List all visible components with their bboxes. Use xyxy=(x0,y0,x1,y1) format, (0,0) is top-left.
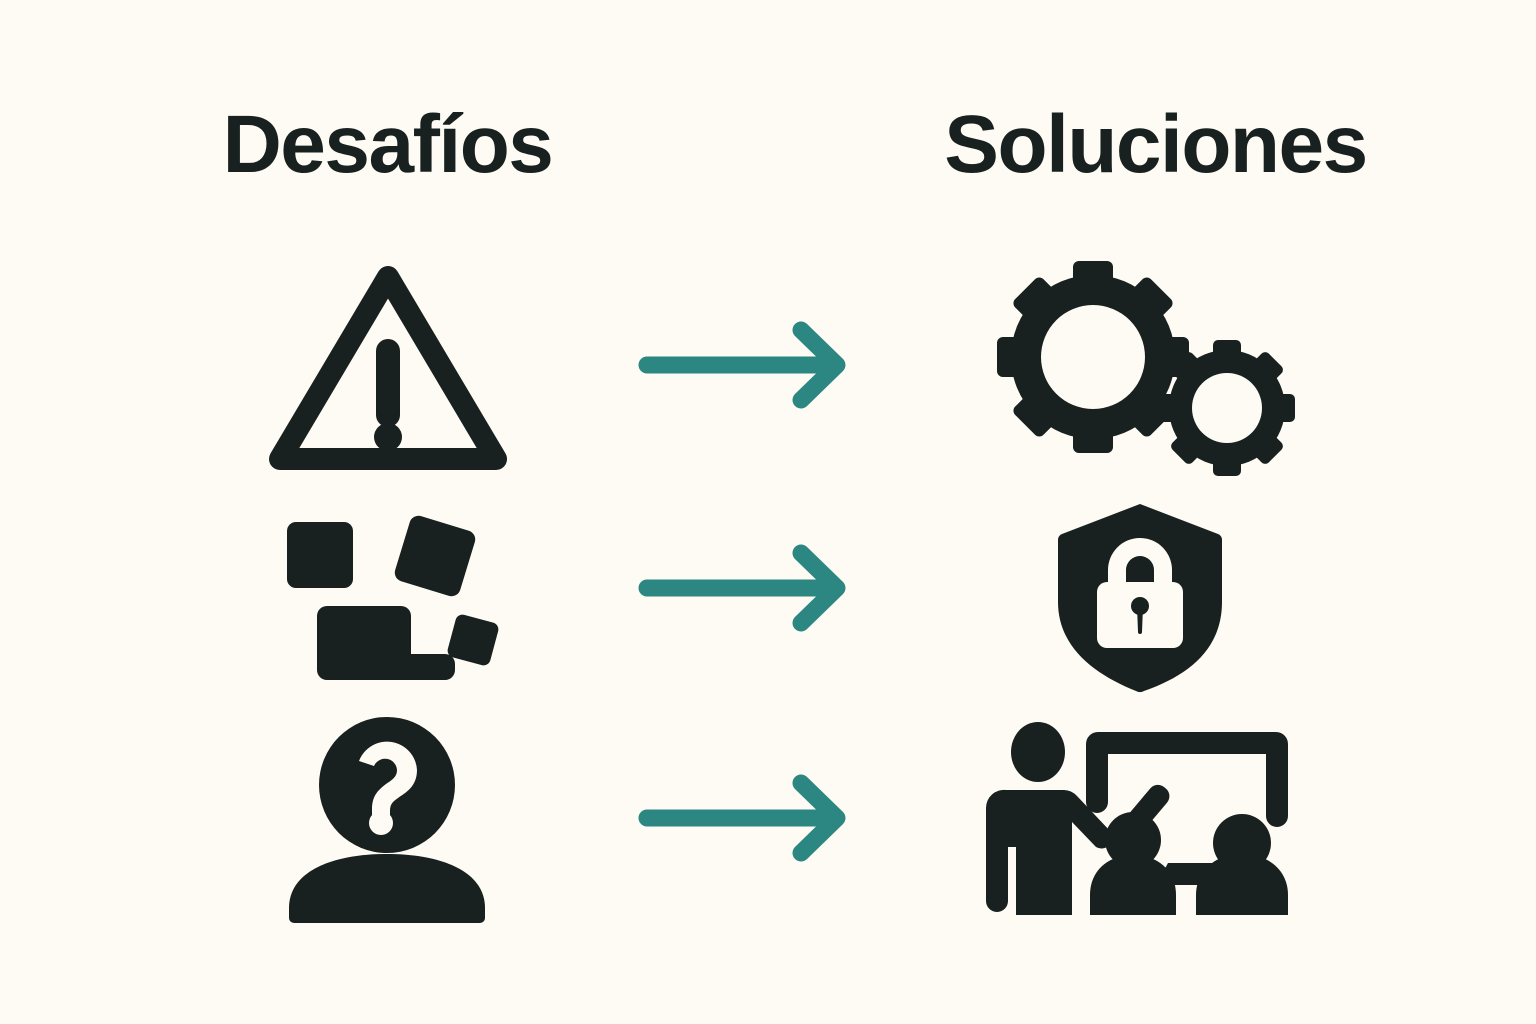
gears-icon xyxy=(965,245,1315,485)
challenge-icon-row-2 xyxy=(240,495,535,695)
arrow-row-1 xyxy=(620,315,870,415)
arrow-right-icon xyxy=(635,773,855,863)
training-presentation-icon xyxy=(980,720,1300,920)
challenges-column-heading: Desafíos xyxy=(222,99,554,190)
arrow-right-icon xyxy=(635,543,855,633)
challenge-icon-row-3 xyxy=(240,695,535,940)
shield-lock-icon xyxy=(1055,500,1225,695)
scattered-blocks-icon xyxy=(273,510,503,680)
solutions-column-heading: Soluciones xyxy=(944,99,1368,190)
arrow-row-3 xyxy=(620,768,870,868)
solution-icon-row-2 xyxy=(955,495,1325,700)
arrow-row-2 xyxy=(620,538,870,638)
person-question-mark-icon xyxy=(275,713,500,923)
solution-icon-row-3 xyxy=(955,710,1325,930)
challenge-icon-row-1 xyxy=(240,250,535,490)
warning-triangle-icon xyxy=(268,263,508,478)
solution-icon-row-1 xyxy=(955,240,1325,490)
arrow-right-icon xyxy=(635,320,855,410)
